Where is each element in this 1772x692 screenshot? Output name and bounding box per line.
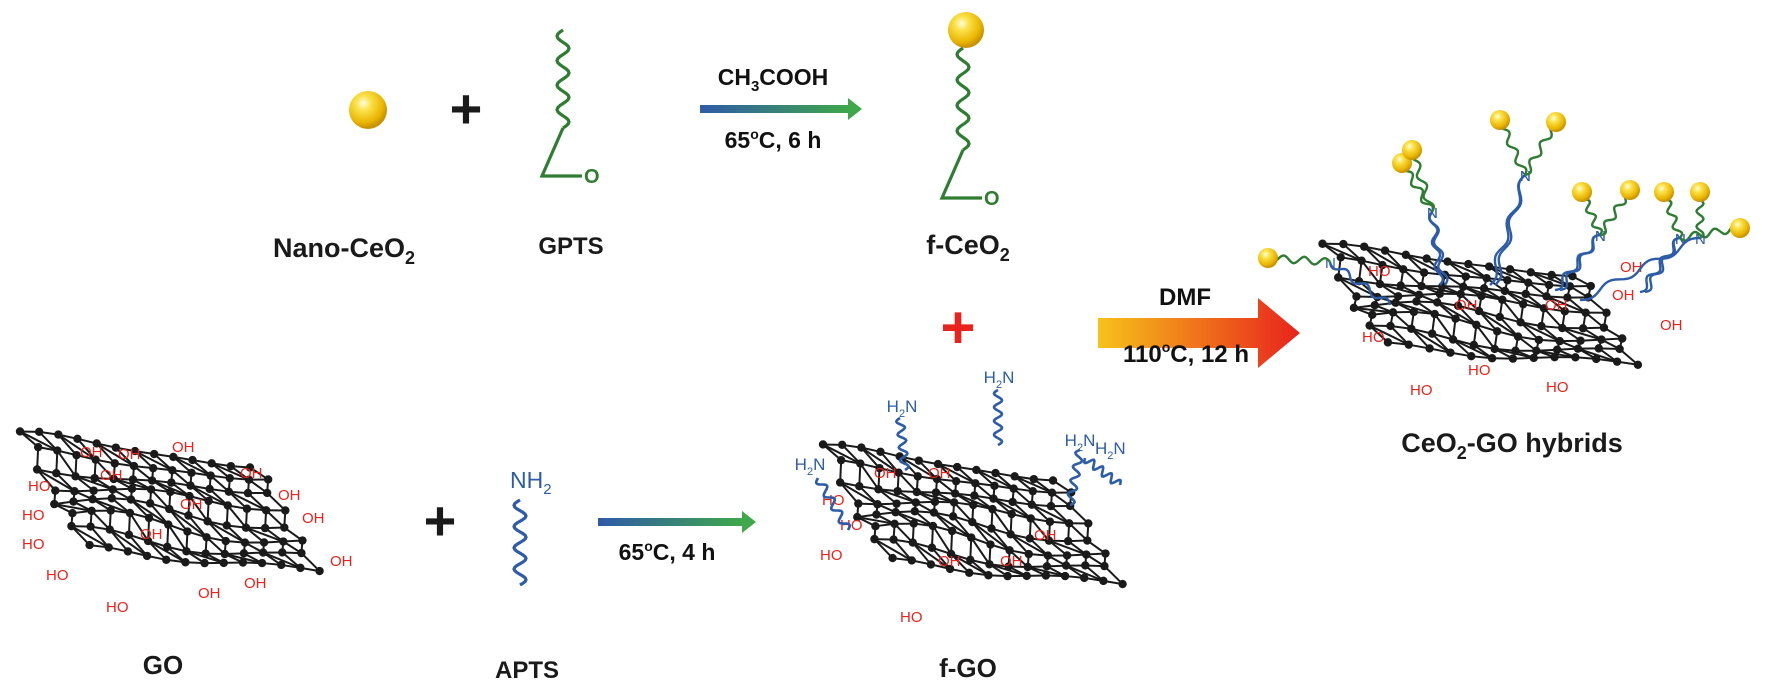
gpts-epoxide: [539, 127, 582, 178]
hydroxyl-label: HO: [1410, 382, 1433, 399]
linker-nitrogen: N: [1520, 168, 1531, 185]
hydroxyl-label: HO: [28, 478, 51, 495]
hydroxyl-label: HO: [1362, 329, 1385, 346]
step2-conditions: 65oC, 4 h: [619, 538, 716, 565]
hydroxyl-label: OH: [330, 553, 353, 570]
hydroxyl-label: OH: [1000, 553, 1023, 570]
hybrid-ceo2-particle: [1690, 182, 1710, 202]
linker-nitrogen: N: [1595, 228, 1606, 245]
step3-conditions: 110oC, 12 h: [1123, 339, 1249, 368]
hybrid-ceo2-particle: [1730, 218, 1750, 238]
hybrid-ceo2-particle: [1402, 140, 1422, 160]
f-ceo2-epoxide: [939, 149, 982, 200]
hydroxyl-label: OH: [1034, 527, 1057, 544]
hydroxyl-label: OH: [240, 465, 263, 482]
reaction-arrow-2: [598, 511, 756, 533]
dmf-arrow: [1098, 298, 1300, 368]
linker-nitrogen: N: [1520, 168, 1531, 185]
hydroxyl-label: HO: [1368, 263, 1391, 280]
hydroxyl-label: OH: [1455, 297, 1478, 314]
hybrid-ceo2-particle: [1546, 112, 1566, 132]
hydroxyl-label: OH: [244, 575, 267, 592]
hydroxyl-label: OH: [1545, 297, 1568, 314]
hybrid-ceo2-particle: [1654, 182, 1674, 202]
linker-nitrogen: N: [1427, 205, 1438, 222]
plus-sign-red: +: [940, 294, 975, 361]
plus-sign-2: +: [424, 489, 457, 552]
hybrid-hydroxyl-groups: HO HO HO HO HO OH OH OH OH OH: [1362, 259, 1683, 399]
hydroxyl-label: OH: [80, 444, 103, 461]
hydroxyl-label: HO: [22, 507, 45, 524]
step1-conditions: 65oC, 6 h: [725, 126, 822, 153]
f-go-sheet: [818, 440, 1127, 589]
hydroxyl-label: OH: [180, 496, 203, 513]
f-go-label: f-GO: [939, 653, 997, 683]
amine-label: H2N: [795, 455, 826, 478]
hybrid-go-sheet: [1318, 239, 1643, 369]
hydroxyl-label: HO: [1468, 362, 1491, 379]
hydroxyl-label: HO: [900, 609, 923, 626]
hybrid-ceo2-particle: [1572, 182, 1592, 202]
hybrid-ceo2-particle: [1490, 110, 1510, 130]
hydroxyl-label: OH: [1612, 287, 1635, 304]
hybrid-label: CeO2-GO hybrids: [1401, 428, 1623, 463]
amine-label: H2N: [887, 397, 918, 420]
hydroxyl-label: OH: [198, 585, 221, 602]
f-ceo2-particle: [948, 12, 984, 48]
hybrid-ceo2-particle: [1258, 248, 1278, 268]
f-ceo2-epoxide-oxygen: O: [984, 188, 1000, 210]
go-sheet: [15, 427, 324, 576]
f-ceo2-molecule: O: [939, 12, 1000, 210]
linker-nitrogen: N: [1325, 255, 1336, 272]
hydroxyl-label: OH: [1620, 259, 1643, 276]
apts-chain: [512, 498, 528, 587]
nano-ceo2-label: Nano-CeO2: [273, 233, 415, 268]
hydroxyl-label: OH: [302, 510, 325, 527]
hydroxyl-label: OH: [278, 487, 301, 504]
gpts-molecule: O: [539, 28, 600, 188]
hydroxyl-label: OH: [874, 465, 897, 482]
f-ceo2-label: f-CeO2: [926, 230, 1010, 265]
hydroxyl-label: OH: [938, 553, 961, 570]
hydroxyl-label: OH: [928, 465, 951, 482]
hydroxyl-label: OH: [1660, 317, 1683, 334]
gpts-label: GPTS: [538, 233, 603, 260]
hydroxyl-label: HO: [106, 599, 129, 616]
go-label: GO: [143, 650, 183, 680]
f-ceo2-chain: [955, 46, 971, 152]
nano-ceo2-particle: [349, 91, 387, 129]
amine-label: H2N: [984, 368, 1015, 391]
hydroxyl-label: HO: [840, 517, 863, 534]
apts-molecule: NH2: [510, 467, 552, 587]
acetic-acid-label: CH3COOH: [718, 64, 829, 95]
apts-label: APTS: [495, 657, 559, 684]
hydroxyl-label: OH: [172, 439, 195, 456]
apts-amine: NH2: [510, 467, 552, 498]
gpts-chain: [555, 28, 571, 130]
hydroxyl-label: HO: [46, 567, 69, 584]
hydroxyl-label: OH: [140, 526, 163, 543]
reaction-arrow-1: [700, 98, 862, 120]
plus-sign: +: [450, 77, 483, 140]
amine-label: H2N: [1095, 439, 1126, 462]
gpts-epoxide-oxygen: O: [584, 166, 600, 188]
hydroxyl-label: OH: [100, 467, 123, 484]
hydroxyl-label: HO: [22, 536, 45, 553]
dmf-label: DMF: [1159, 284, 1211, 311]
hybrid-ceo2-particle: [1620, 180, 1640, 200]
linker-nitrogen: N: [1695, 231, 1706, 248]
linker-nitrogen: N: [1595, 228, 1606, 245]
hydroxyl-label: HO: [820, 547, 843, 564]
amine-label: H2N: [1065, 431, 1096, 454]
hydroxyl-label: OH: [118, 446, 141, 463]
hydroxyl-label: HO: [1546, 379, 1569, 396]
